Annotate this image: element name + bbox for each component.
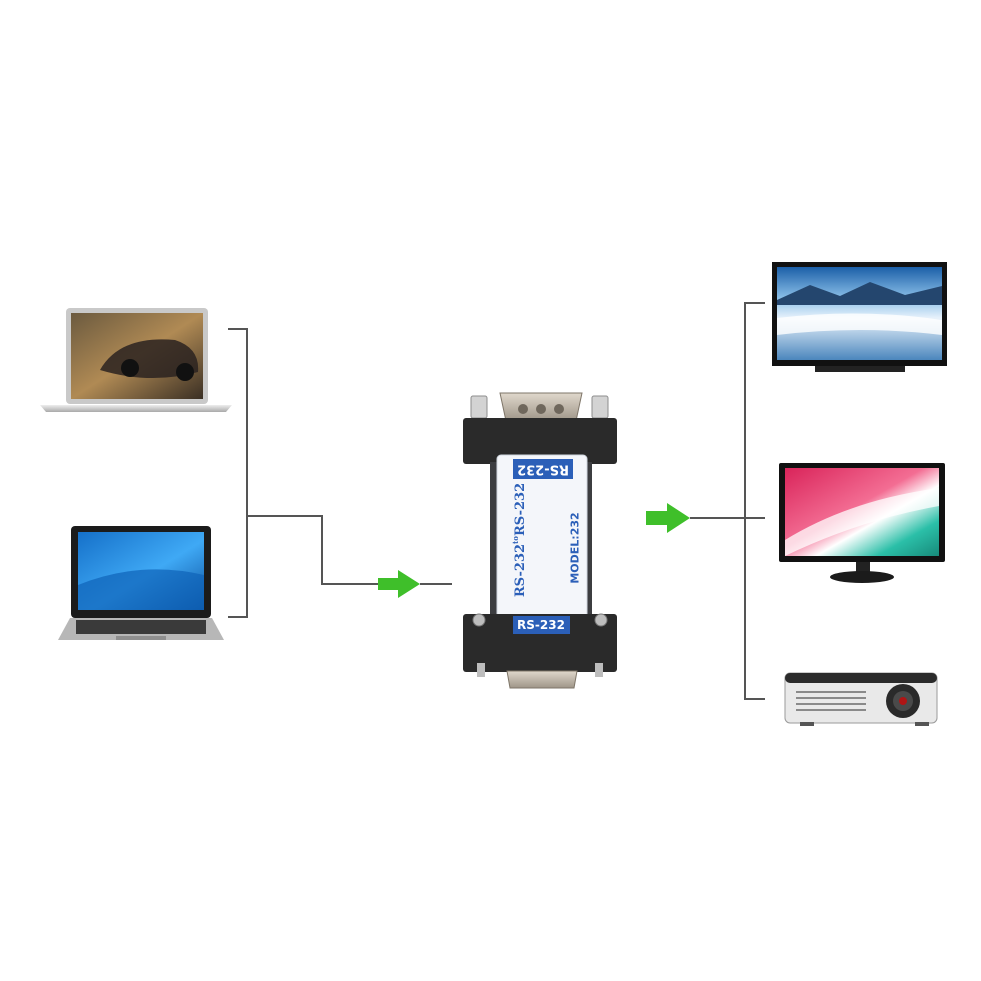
laptop-silver-icon — [40, 308, 232, 412]
module-bottom-tag: RS-232 — [513, 616, 570, 634]
module-top-tag-text: RS-232 — [517, 462, 569, 477]
arrow-in-icon — [378, 570, 420, 598]
flat-tv-icon — [772, 262, 947, 372]
module-model-text: MODEL:232 — [569, 512, 582, 583]
right-bracket-lines — [690, 302, 765, 700]
rs232-module-icon — [463, 392, 617, 689]
module-bottom-tag-text: RS-232 — [517, 618, 565, 632]
module-side-text-b: RS-232 — [513, 483, 528, 536]
svg-text:RS-232toRS-232: RS-232toRS-232 — [511, 483, 528, 597]
monitor-icon — [779, 463, 945, 583]
module-side-sup: to — [511, 536, 520, 544]
projector-icon — [784, 672, 938, 726]
left-bracket-lines — [228, 328, 452, 618]
module-side-text-a: RS-232 — [513, 544, 528, 597]
arrow-out-icon — [646, 503, 690, 533]
laptop-black-icon — [58, 526, 224, 640]
module-top-tag: RS-232 — [513, 459, 573, 479]
module-side-text: RS-232toRS-232 — [511, 483, 528, 597]
